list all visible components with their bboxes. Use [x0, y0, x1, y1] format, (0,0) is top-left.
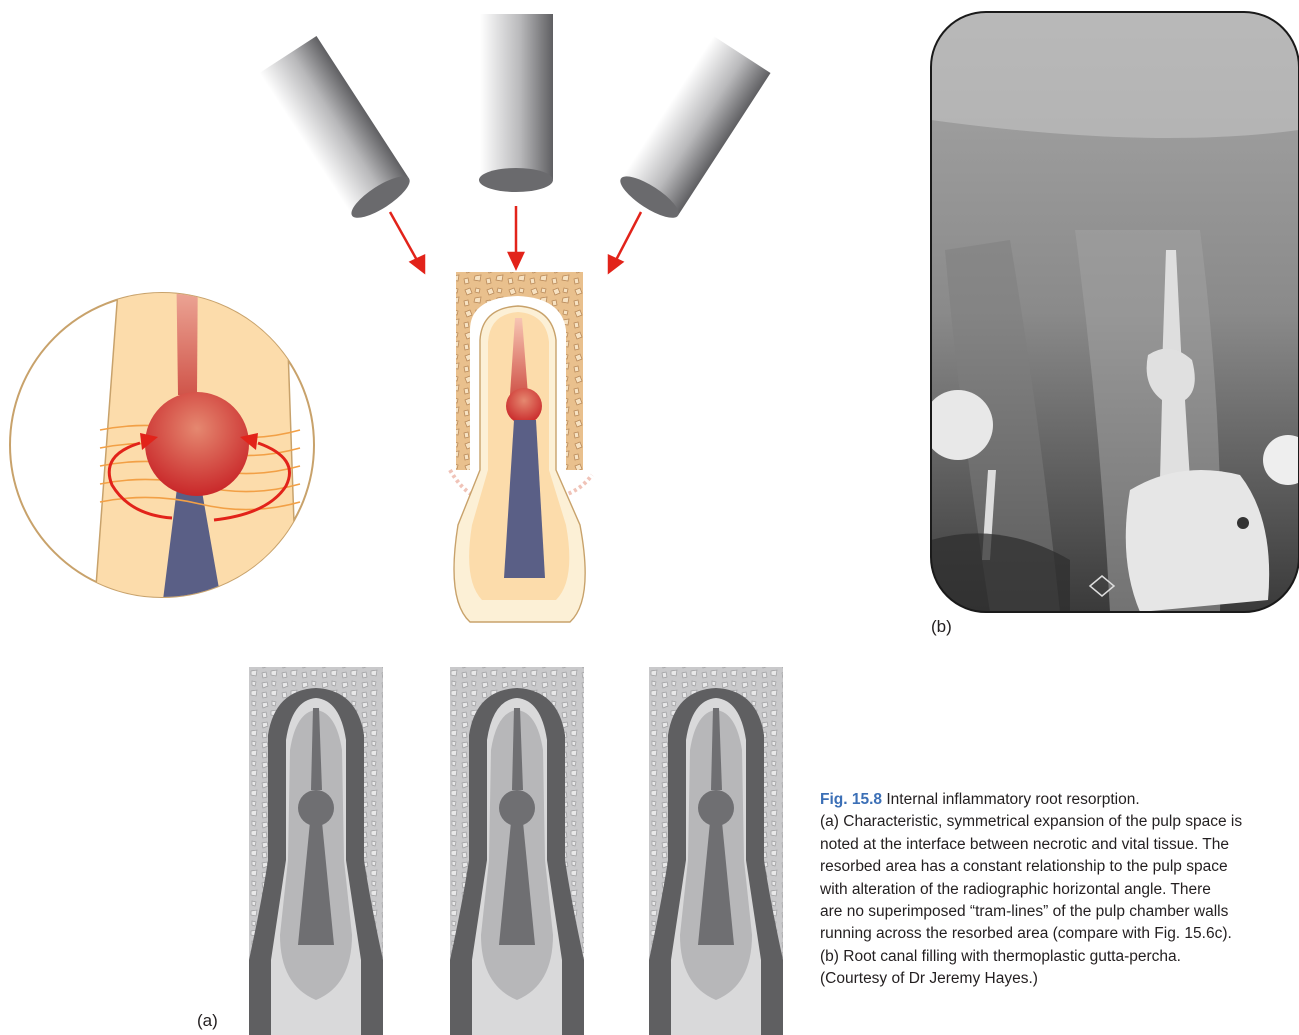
caption-line-4: with alteration of the radiographic hori…: [820, 879, 1299, 901]
xray-tube-left: [259, 36, 415, 225]
caption-line-3: resorbed area has a constant relationshi…: [820, 856, 1299, 878]
figure-caption: Fig. 15.8 Internal inflammatory root res…: [820, 789, 1299, 991]
magnified-resorption-view: [10, 250, 314, 640]
radiograph-photo: [923, 12, 1299, 612]
xray-tube-center: [479, 14, 553, 192]
radiograph-tooth-panel-2: [450, 667, 584, 1035]
figure-title: Internal inflammatory root resorption.: [886, 791, 1139, 808]
caption-line-5: are no superimposed “tram-lines” of the …: [820, 901, 1299, 923]
tooth-diagram-center: [450, 272, 592, 622]
radiograph-tooth-panel-3: [649, 667, 783, 1035]
caption-line-1: (a) Characteristic, symmetrical expansio…: [820, 811, 1299, 833]
caption-line-7: (b) Root canal filling with thermoplasti…: [820, 946, 1299, 968]
beam-arrows: [390, 206, 641, 272]
caption-line-6: running across the resorbed area (compar…: [820, 923, 1299, 945]
caption-line-8: (Courtesy of Dr Jeremy Hayes.): [820, 968, 1299, 990]
caption-line-2: noted at the interface between necrotic …: [820, 834, 1299, 856]
panel-label-b: (b): [931, 617, 952, 637]
panel-label-a: (a): [197, 1011, 218, 1031]
figure-number: Fig. 15.8: [820, 791, 882, 808]
radiograph-tooth-panel-1: [249, 667, 383, 1035]
xray-tube-right: [615, 36, 771, 225]
